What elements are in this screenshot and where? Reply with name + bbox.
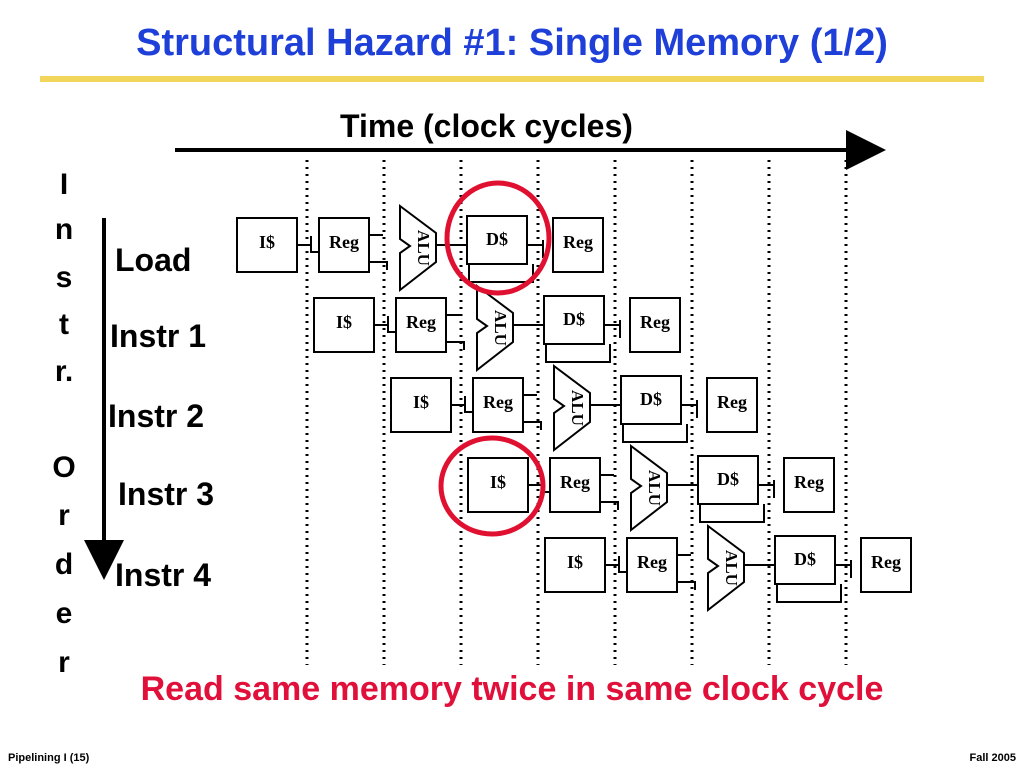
dmem-label: D$	[486, 229, 508, 249]
hazard-highlight-imem	[438, 435, 546, 537]
reg-write-label: Reg	[794, 472, 824, 492]
pipeline-row-instr-4: I$ Reg ALU D$ Reg	[544, 524, 912, 613]
dmem-box	[697, 455, 759, 505]
reg-read-label: Reg	[329, 232, 359, 252]
reg-write-box	[860, 537, 912, 593]
dmem-box	[466, 215, 528, 265]
alu-label: ALU	[568, 390, 587, 426]
order-letter: s	[55, 261, 73, 294]
dmem-label: D$	[794, 549, 816, 569]
dmem-label: D$	[640, 389, 662, 409]
order-letter: t	[59, 308, 69, 341]
reg-read-label: Reg	[560, 472, 590, 492]
reg-read-box	[395, 297, 447, 353]
imem-box	[390, 377, 452, 433]
footer-left: Pipelining I (15)	[8, 752, 90, 764]
row-label-instr-1: Instr 1	[110, 318, 207, 354]
order-letter: n	[54, 213, 74, 246]
reg-read-label: Reg	[483, 392, 513, 412]
reg-write-box	[706, 377, 758, 433]
dmem-label: D$	[563, 309, 585, 329]
alu-label: ALU	[722, 550, 741, 586]
pipeline-row-instr-1: I$ Reg ALU D$ Reg	[313, 284, 681, 373]
alu-shape	[707, 524, 745, 613]
imem-box	[313, 297, 375, 353]
order-letter: e	[55, 597, 73, 630]
reg-write-label: Reg	[871, 552, 901, 572]
reg-write-label: Reg	[640, 312, 670, 332]
order-letter: O	[52, 451, 76, 484]
reg-write-box	[783, 457, 835, 513]
reg-read-box	[472, 377, 524, 433]
reg-read-box	[318, 217, 370, 273]
row-label-load: Load	[115, 242, 192, 278]
reg-read-box	[626, 537, 678, 593]
alu-shape	[553, 364, 591, 453]
reg-read-box	[549, 457, 601, 513]
row-label-instr-4: Instr 4	[115, 557, 212, 593]
time-axis-label: Time (clock cycles)	[340, 108, 633, 144]
dmem-box	[543, 295, 605, 345]
dmem-box	[774, 535, 836, 585]
reg-read-label: Reg	[637, 552, 667, 572]
order-letter: r	[58, 499, 70, 532]
imem-box	[236, 217, 298, 273]
imem-label: I$	[259, 232, 275, 252]
reg-write-label: Reg	[717, 392, 747, 412]
footer-right: Fall 2005	[969, 752, 1016, 764]
reg-read-label: Reg	[406, 312, 436, 332]
conclusion-text: Read same memory twice in same clock cyc…	[140, 670, 884, 708]
imem-label: I$	[336, 312, 352, 332]
alu-label: ALU	[645, 470, 664, 506]
title-underline	[40, 76, 984, 82]
row-label-instr-3: Instr 3	[118, 476, 215, 512]
alu-shape	[630, 444, 668, 533]
alu-shape	[399, 204, 437, 293]
hazard-highlight-dmem	[444, 180, 552, 296]
order-letter: d	[54, 548, 74, 581]
reg-write-label: Reg	[563, 232, 593, 252]
imem-label: I$	[490, 472, 506, 492]
imem-label: I$	[413, 392, 429, 412]
imem-label: I$	[567, 552, 583, 572]
row-label-instr-2: Instr 2	[108, 398, 205, 434]
order-letter: I	[59, 168, 69, 201]
reg-write-box	[552, 217, 604, 273]
dmem-label: D$	[717, 469, 739, 489]
alu-label: ALU	[491, 310, 510, 346]
pipeline-row-instr-3: I$ Reg ALU D$ Reg	[467, 444, 835, 533]
pipeline-row-instr-2: I$ Reg ALU D$ Reg	[390, 364, 758, 453]
order-letter: r.	[54, 355, 74, 388]
reg-write-box	[629, 297, 681, 353]
alu-shape	[476, 284, 514, 373]
dmem-box	[620, 375, 682, 425]
pipeline-row-load: I$ Reg ALU D$ Reg	[236, 204, 604, 293]
alu-label: ALU	[414, 230, 433, 266]
slide-title: Structural Hazard #1: Single Memory (1/2…	[136, 22, 888, 64]
order-letter: r	[58, 646, 70, 679]
